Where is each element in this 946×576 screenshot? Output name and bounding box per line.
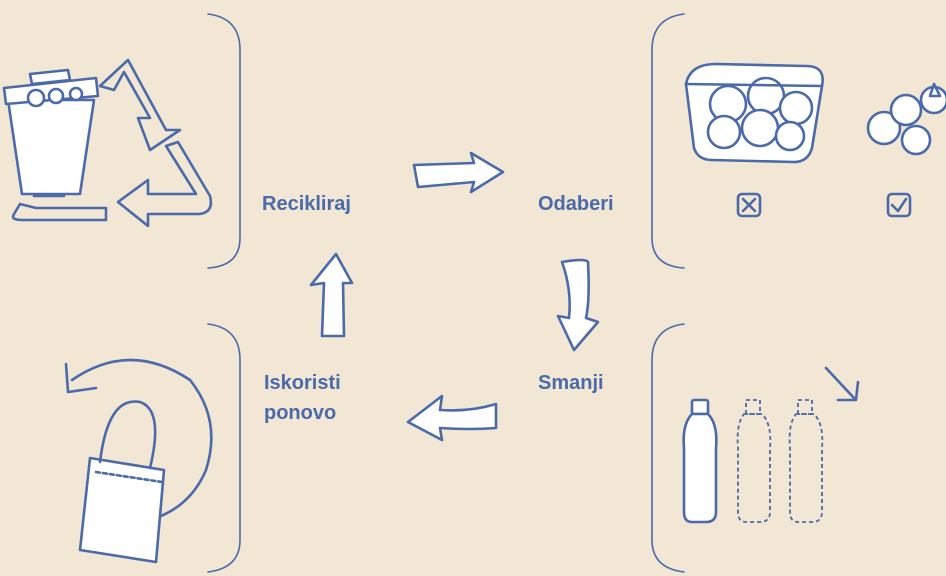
step-label-choose: Odaberi bbox=[538, 189, 614, 219]
frame-bottom-left bbox=[208, 324, 240, 572]
bottle-icon bbox=[684, 400, 717, 522]
arrow-recycle-to-choose bbox=[414, 153, 503, 192]
dashed-bottle-icon bbox=[738, 400, 823, 522]
arrow-choose-to-reduce bbox=[558, 260, 598, 350]
loose-tomatoes-icon bbox=[868, 84, 946, 154]
frame-top-left bbox=[208, 14, 240, 268]
step-label-recycle: Recikliraj bbox=[262, 189, 351, 219]
step-label-reduce: Smanji bbox=[538, 368, 604, 398]
frame-bottom-right bbox=[652, 324, 684, 572]
tote-bag-icon bbox=[80, 402, 164, 563]
step-label-reuse: Iskoristi ponovo bbox=[264, 368, 341, 428]
tomato-container-icon bbox=[686, 64, 823, 162]
arrow-reduce-to-reuse bbox=[408, 396, 496, 440]
cross-checkbox-icon bbox=[738, 194, 760, 216]
down-right-arrow-icon bbox=[826, 368, 858, 400]
trash-bin-icon bbox=[4, 70, 98, 194]
frame-top-right bbox=[652, 14, 684, 268]
arrow-reuse-to-recycle bbox=[311, 254, 352, 336]
check-checkbox-icon bbox=[888, 194, 910, 216]
